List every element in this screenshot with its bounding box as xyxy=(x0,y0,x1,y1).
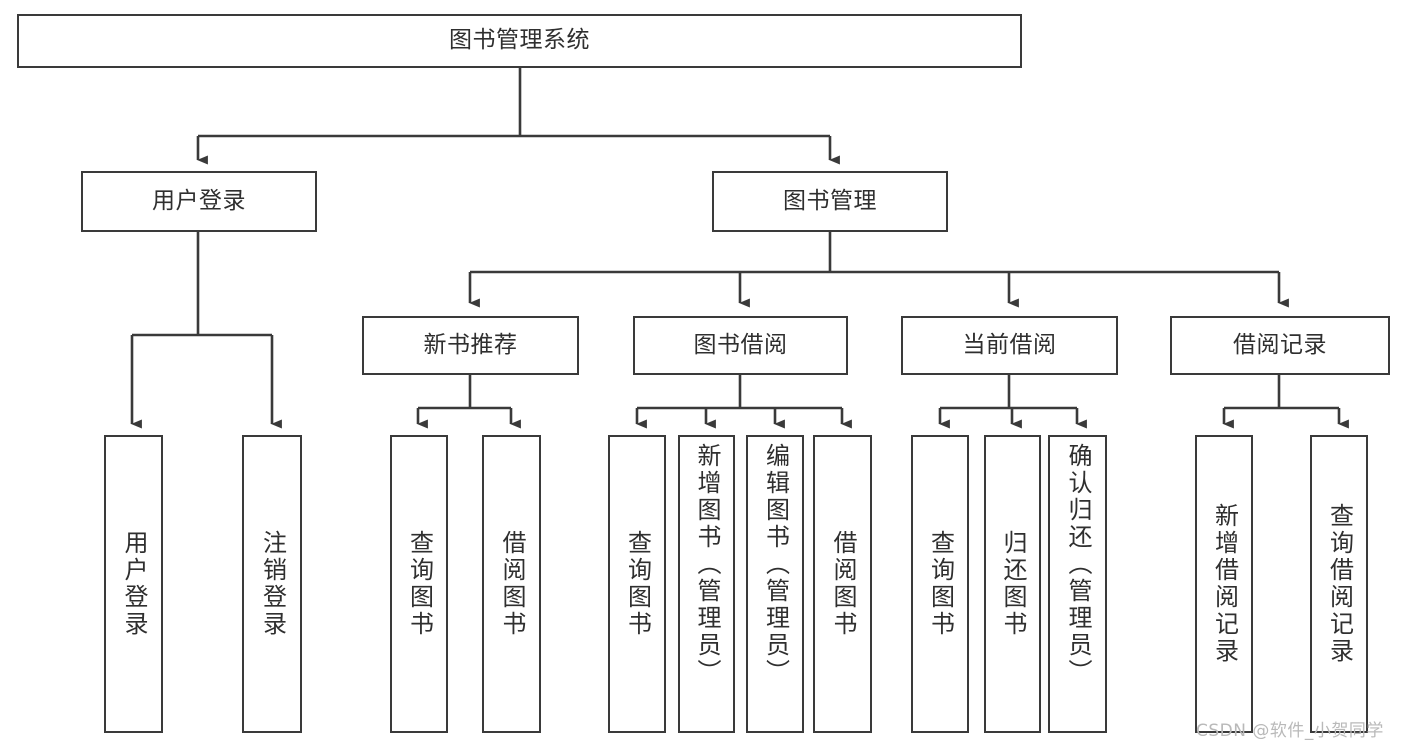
node-leaf-query-record[interactable]: 查询借阅记录 xyxy=(1310,435,1368,733)
node-leaf-user-login-label: 用户登录 xyxy=(119,530,148,638)
node-leaf-add-record[interactable]: 新增借阅记录 xyxy=(1195,435,1253,733)
node-leaf-query-book-3[interactable]: 查询图书 xyxy=(911,435,969,733)
node-book-borrow[interactable]: 图书借阅 xyxy=(633,316,848,375)
node-leaf-add-book[interactable]: 新增图书（管理员） xyxy=(678,435,735,733)
csdn-watermark: CSDN @软件_小贺同学 xyxy=(1196,721,1384,741)
node-leaf-query-book-1-label: 查询图书 xyxy=(405,530,434,638)
node-leaf-borrow-book-2[interactable]: 借阅图书 xyxy=(813,435,872,733)
node-leaf-edit-book[interactable]: 编辑图书（管理员） xyxy=(746,435,804,733)
node-leaf-return-book[interactable]: 归还图书 xyxy=(984,435,1041,733)
node-new-book-recommend-label: 新书推荐 xyxy=(423,331,518,358)
node-leaf-borrow-book-2-label: 借阅图书 xyxy=(828,530,857,638)
node-user-login[interactable]: 用户登录 xyxy=(81,171,317,232)
node-leaf-logout-login-label: 注销登录 xyxy=(258,530,287,638)
node-leaf-borrow-book-1-label: 借阅图书 xyxy=(497,530,526,638)
node-leaf-query-book-3-label: 查询图书 xyxy=(926,530,955,638)
node-book-borrow-label: 图书借阅 xyxy=(693,331,788,358)
node-leaf-user-login[interactable]: 用户登录 xyxy=(104,435,163,733)
node-root-label: 图书管理系统 xyxy=(449,27,590,54)
node-user-login-label: 用户登录 xyxy=(152,187,246,214)
node-leaf-edit-book-label: 编辑图书（管理员） xyxy=(761,443,790,686)
node-leaf-query-book-2[interactable]: 查询图书 xyxy=(608,435,666,733)
node-leaf-add-book-label: 新增图书（管理员） xyxy=(692,443,721,686)
node-book-manage[interactable]: 图书管理 xyxy=(712,171,948,232)
node-current-borrow[interactable]: 当前借阅 xyxy=(901,316,1118,375)
node-leaf-add-record-label: 新增借阅记录 xyxy=(1210,503,1239,665)
node-root[interactable]: 图书管理系统 xyxy=(17,14,1022,68)
node-leaf-query-book-2-label: 查询图书 xyxy=(623,530,652,638)
node-borrow-record-label: 借阅记录 xyxy=(1233,331,1327,358)
node-new-book-recommend[interactable]: 新书推荐 xyxy=(362,316,579,375)
node-leaf-logout-login[interactable]: 注销登录 xyxy=(242,435,302,733)
node-leaf-return-book-label: 归还图书 xyxy=(998,530,1027,638)
node-leaf-query-record-label: 查询借阅记录 xyxy=(1325,503,1354,665)
node-leaf-confirm-return[interactable]: 确认归还（管理员） xyxy=(1048,435,1107,733)
node-current-borrow-label: 当前借阅 xyxy=(962,331,1057,358)
node-leaf-confirm-return-label: 确认归还（管理员） xyxy=(1063,443,1092,686)
node-leaf-query-book-1[interactable]: 查询图书 xyxy=(390,435,448,733)
node-book-manage-label: 图书管理 xyxy=(783,187,877,214)
node-borrow-record[interactable]: 借阅记录 xyxy=(1170,316,1390,375)
node-leaf-borrow-book-1[interactable]: 借阅图书 xyxy=(482,435,541,733)
